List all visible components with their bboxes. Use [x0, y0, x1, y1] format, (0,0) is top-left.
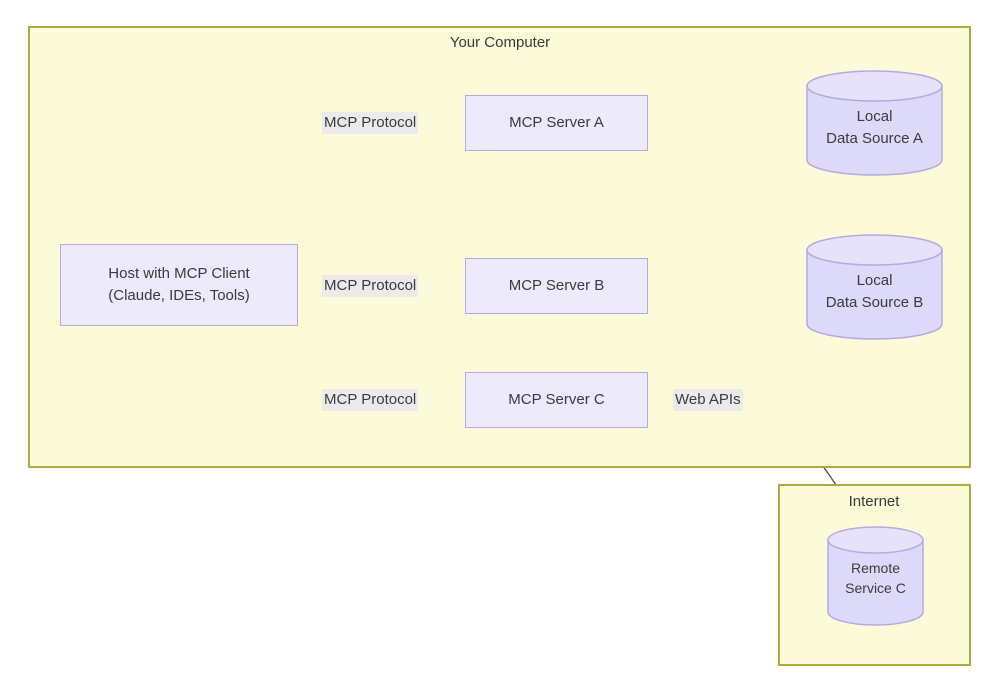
edge-label-mcp-protocol-c: MCP Protocol: [322, 389, 419, 411]
node-mcp-server-b[interactable]: MCP Server B: [465, 258, 648, 314]
node-mcp-server-a[interactable]: MCP Server A: [465, 95, 648, 151]
node-local-data-source-a[interactable]: Local Data Source A: [806, 70, 943, 176]
region-internet-title: Internet: [848, 493, 900, 510]
node-remote-service-c[interactable]: Remote Service C: [827, 526, 924, 626]
node-mcp-server-a-label: MCP Server A: [509, 114, 604, 132]
region-your-computer-title: Your Computer: [449, 34, 551, 51]
node-local-data-source-b[interactable]: Local Data Source B: [806, 234, 943, 340]
database-cylinder-icon: [827, 526, 924, 626]
edge-label-mcp-protocol-b: MCP Protocol: [322, 275, 419, 297]
node-host-line2: (Claude, IDEs, Tools): [108, 287, 250, 304]
edge-label-mcp-protocol-a: MCP Protocol: [322, 112, 419, 134]
node-host-line1: Host with MCP Client: [108, 265, 250, 283]
node-host-with-mcp-client[interactable]: Host with MCP Client (Claude, IDEs, Tool…: [60, 244, 298, 326]
node-mcp-server-c-label: MCP Server C: [508, 391, 605, 409]
node-mcp-server-b-label: MCP Server B: [508, 277, 605, 295]
database-cylinder-icon: [806, 234, 943, 340]
database-cylinder-icon: [806, 70, 943, 176]
node-mcp-server-c[interactable]: MCP Server C: [465, 372, 648, 428]
edge-label-web-apis: Web APIs: [673, 389, 743, 411]
